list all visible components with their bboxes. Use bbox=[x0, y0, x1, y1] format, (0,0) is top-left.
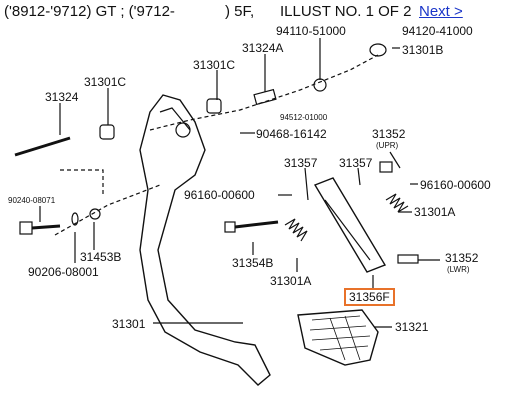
label-96160-00600-b: 96160-00600 bbox=[420, 178, 491, 192]
model-years-text: ('8912-'9712) GT ; ('9712- bbox=[4, 3, 175, 20]
label-94512-01000: 94512-01000 bbox=[280, 113, 328, 122]
pedal-pad-pattern bbox=[309, 315, 371, 361]
label-90206-08001: 90206-08001 bbox=[28, 265, 99, 279]
label-31324: 31324 bbox=[45, 90, 79, 104]
dashed-line-pedal bbox=[54, 184, 161, 236]
label-31357-b: 31357 bbox=[339, 156, 373, 170]
model-variant-text: ) 5F, bbox=[225, 3, 255, 20]
label-31321: 31321 bbox=[395, 320, 429, 334]
leader-31352-upr bbox=[389, 151, 401, 169]
clip-31301b bbox=[369, 43, 387, 57]
label-31324a: 31324A bbox=[242, 41, 284, 55]
bolt-head-90240 bbox=[19, 221, 33, 235]
label-31356f-highlight[interactable]: 31356F bbox=[344, 288, 395, 306]
washer-94110 bbox=[313, 78, 327, 92]
pin-31324a bbox=[253, 88, 277, 106]
label-31352-lwr: 31352 bbox=[445, 251, 479, 265]
label-31301c-top: 31301C bbox=[193, 58, 236, 72]
label-96160-00600-a: 96160-00600 bbox=[184, 188, 255, 202]
bolt-31352-lwr bbox=[397, 254, 419, 264]
label-31352-upr: 31352 bbox=[372, 127, 406, 141]
stop-bracket-detail bbox=[324, 199, 371, 261]
label-31301b: 31301B bbox=[402, 43, 444, 57]
label-31301: 31301 bbox=[112, 317, 146, 331]
leader-31357b bbox=[357, 167, 361, 186]
label-94110-51000: 94110-51000 bbox=[276, 24, 346, 38]
dashed-line-left bbox=[60, 169, 104, 195]
spring-31301a-b bbox=[284, 218, 308, 242]
bushing-31301c-top bbox=[206, 98, 222, 114]
washer-90206 bbox=[71, 212, 79, 226]
label-90468-16142: 90468-16142 bbox=[256, 127, 327, 141]
label-31301a-b: 31301A bbox=[270, 274, 312, 288]
illustration-number: ILLUST NO. 1 OF 2 bbox=[280, 3, 412, 20]
label-94120-41000: 94120-41000 bbox=[402, 24, 473, 38]
pedal-pad-31321 bbox=[297, 309, 379, 366]
bolt-31324 bbox=[14, 136, 71, 157]
pedal-arm-shape bbox=[139, 94, 271, 386]
label-90240-08071: 90240-08071 bbox=[8, 196, 56, 205]
stop-bracket-31356f bbox=[313, 177, 387, 273]
bolt-shaft-31354b bbox=[234, 220, 279, 229]
spring-31301a-r bbox=[385, 193, 409, 213]
bushing-31301c bbox=[99, 124, 115, 140]
next-page-link[interactable]: Next > bbox=[419, 3, 463, 20]
nut-31453b bbox=[89, 208, 101, 220]
label-31453b: 31453B bbox=[80, 250, 122, 264]
bolt-shaft-90240 bbox=[31, 224, 61, 230]
label-31357-a: 31357 bbox=[284, 156, 318, 170]
label-upr: (UPR) bbox=[376, 141, 399, 150]
bolt-head-31354b bbox=[224, 221, 236, 233]
label-lwr: (LWR) bbox=[447, 265, 470, 274]
pedal-pivot bbox=[175, 122, 191, 138]
label-31354b: 31354B bbox=[232, 256, 274, 270]
label-31301c: 31301C bbox=[84, 75, 127, 89]
leader-31357a bbox=[304, 167, 309, 201]
label-31301a-r: 31301A bbox=[414, 205, 456, 219]
page-header: ('8912-'9712) GT ; ('9712- ) 5F, ILLUST … bbox=[0, 0, 512, 26]
bolt-31352-upr bbox=[379, 161, 393, 173]
